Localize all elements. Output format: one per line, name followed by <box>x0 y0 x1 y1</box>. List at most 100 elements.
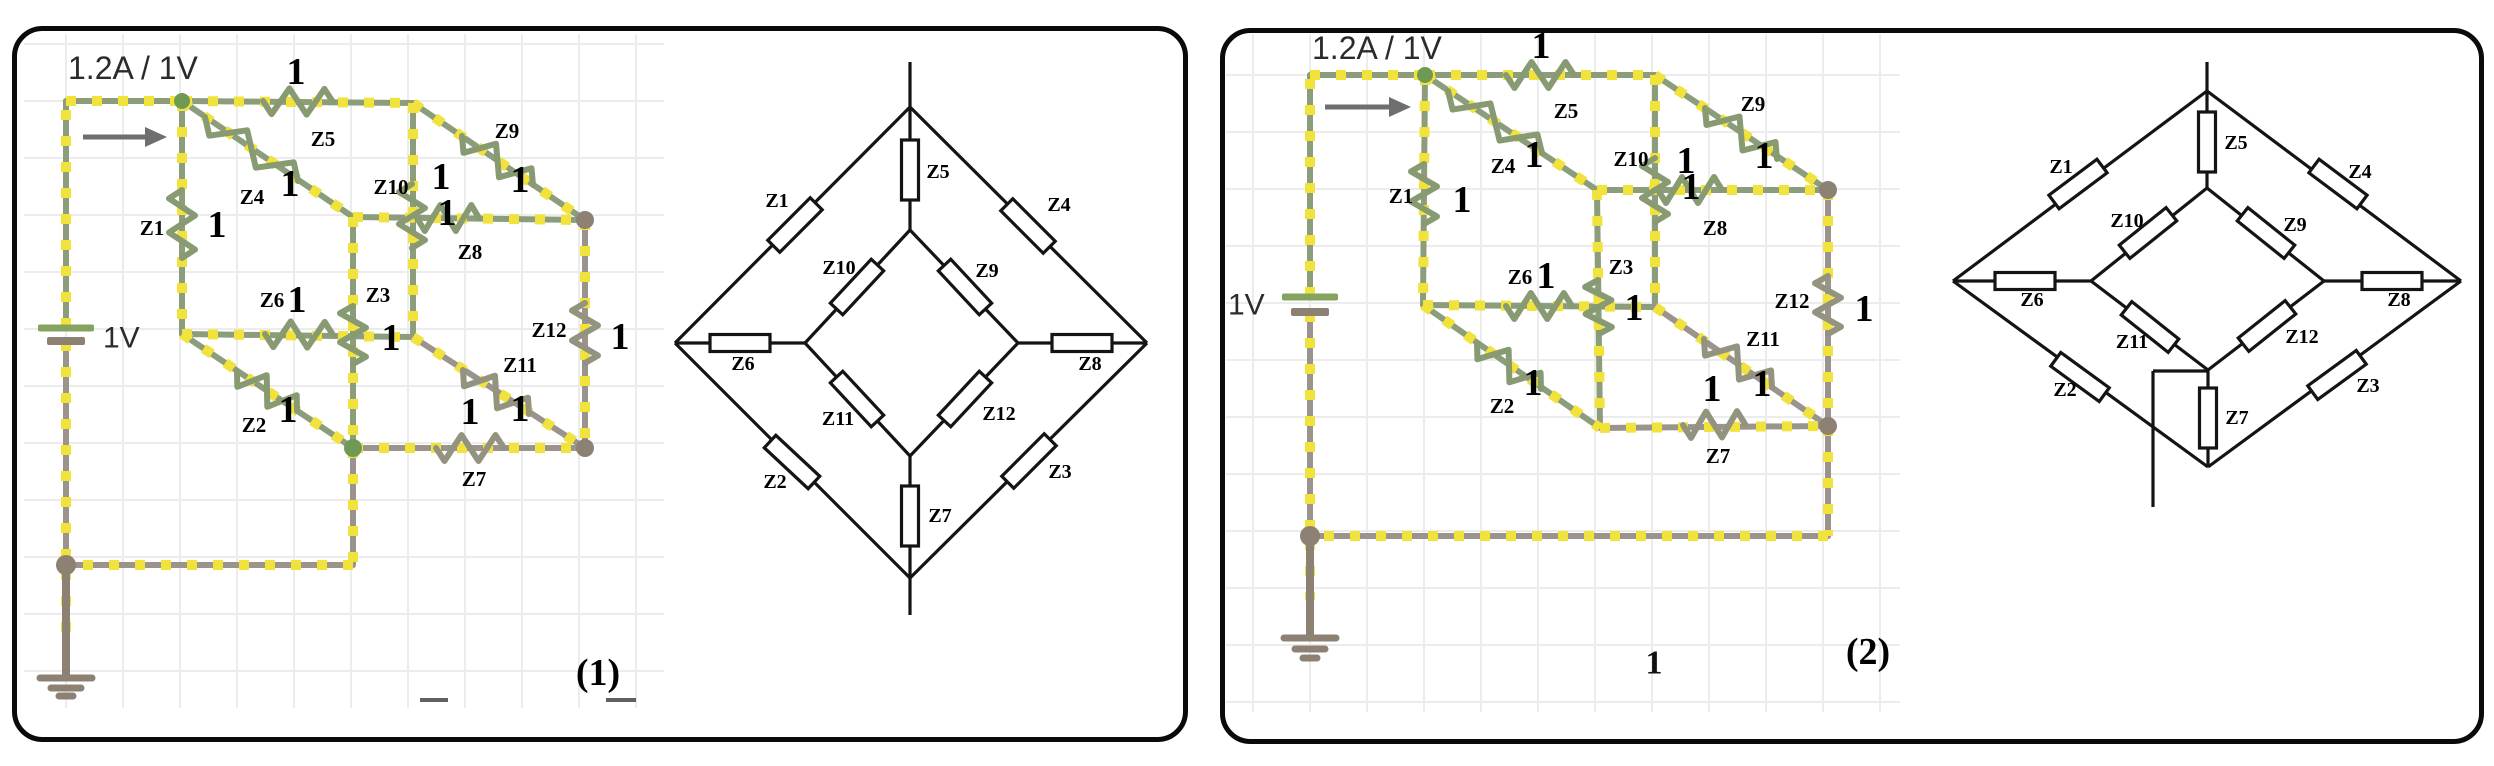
resistor-zigzag-Z1 <box>166 187 198 261</box>
source-annotation: 1.2A / 1V <box>1312 30 1443 66</box>
resistor-zigzag-Z1 <box>1408 161 1440 227</box>
current-highlight-dash <box>410 332 588 453</box>
resistor-zigzag-Z5 <box>260 85 336 118</box>
current-highlight-dash <box>1599 421 1829 433</box>
artifact-mark <box>606 698 636 702</box>
bridge-resistor-Z10 <box>2117 205 2179 261</box>
bridge-label-Z12: Z12 <box>2285 326 2318 348</box>
impedance-label-Z2: Z2 <box>1490 394 1515 418</box>
resistor-zigzag-Z7 <box>433 432 507 464</box>
impedance-value-Z8: 1 <box>438 192 457 234</box>
bridge-label-Z11: Z11 <box>822 408 854 430</box>
bridge-label-Z4: Z4 <box>1047 194 1070 216</box>
resistor-zigzag-Z5 <box>1503 59 1577 91</box>
bridge-label-Z8: Z8 <box>2387 289 2410 311</box>
current-arrow-icon <box>83 127 167 147</box>
impedance-label-Z11: Z11 <box>1746 327 1780 351</box>
current-highlight-dash <box>1652 70 1831 195</box>
impedance-value-Z11: 1 <box>1753 363 1772 405</box>
impedance-value-Z6: 1 <box>288 279 307 321</box>
resistor-zigzag-Z9 <box>1702 105 1780 162</box>
resistor-zigzag-Z7 <box>1680 408 1748 441</box>
resistor-zigzag-Z6 <box>262 318 336 351</box>
impedance-label-Z1: Z1 <box>1389 184 1414 208</box>
resistor-zigzag-Z8 <box>1655 174 1725 206</box>
bridge-label-Z6: Z6 <box>731 353 754 375</box>
bridge-label-Z10: Z10 <box>2110 210 2143 232</box>
bridge-resistor-Z12 <box>2235 298 2299 354</box>
bridge-resistor-Z6 <box>708 332 772 354</box>
grid-background <box>1226 34 1900 712</box>
impedance-label-Z9: Z9 <box>495 119 520 143</box>
bridge-label-Z12: Z12 <box>982 403 1015 425</box>
battery-voltage-label: 1V <box>1228 289 1265 322</box>
impedance-value-Z1: 1 <box>208 204 227 246</box>
bridge-resistor-Z12 <box>936 369 994 429</box>
impedance-label-Z7: Z7 <box>1706 444 1731 468</box>
impedance-label-Z5: Z5 <box>311 127 336 151</box>
bridge-resistor-Z2 <box>2048 350 2112 404</box>
impedance-value-Z9: 1 <box>1755 135 1774 177</box>
resistor-zigzag-Z3 <box>1582 277 1615 337</box>
bridge-resistor-Z5 <box>2196 110 2218 174</box>
impedance-label-Z12: Z12 <box>1774 289 1809 313</box>
resistor-zigzag-Z11 <box>1701 336 1775 390</box>
bridge-resistor-Z9 <box>2235 205 2297 261</box>
cube-resistors <box>166 85 601 464</box>
bridge-label-Z9: Z9 <box>975 260 998 282</box>
resistor-zigzag-Z3 <box>337 303 369 367</box>
panel-border-1 <box>12 26 1188 742</box>
current-highlight-dash <box>1652 302 1831 431</box>
impedance-label-Z11: Z11 <box>503 353 537 377</box>
current-highlight-dash <box>1418 74 1430 306</box>
impedance-value-Z7: 1 <box>461 391 480 433</box>
resistor-zigzag-Z10 <box>396 181 428 251</box>
node-dot <box>1300 526 1320 546</box>
node-dot <box>1819 181 1837 199</box>
artifact-mark <box>420 698 448 702</box>
node-dot <box>1819 417 1837 435</box>
impedance-value-Z5: 1 <box>1532 25 1551 67</box>
bridge-label-Z2: Z2 <box>763 471 786 493</box>
bridge-label-Z7: Z7 <box>2225 407 2248 429</box>
bridge-resistor-Z3 <box>999 431 1059 491</box>
impedance-value-Z12: 1 <box>611 316 630 358</box>
impedance-label-Z10: Z10 <box>1613 147 1648 171</box>
cube-resistors <box>1408 59 1844 441</box>
node-dot <box>344 439 362 457</box>
impedance-label-Z3: Z3 <box>1609 255 1634 279</box>
current-arrow-icon <box>1325 97 1411 117</box>
bridge-label-Z10: Z10 <box>822 257 855 279</box>
bridge-resistor-Z8 <box>1050 332 1114 354</box>
impedance-label-Z5: Z5 <box>1554 99 1579 123</box>
bridge-label-Z8: Z8 <box>1078 353 1101 375</box>
bridge-label-Z5: Z5 <box>926 161 949 183</box>
bridge-resistor-Z2 <box>762 433 822 491</box>
impedance-value-Z7: 1 <box>1703 368 1722 410</box>
bridge-resistor-Z4 <box>998 196 1058 256</box>
impedance-value-Z4: 1 <box>281 163 300 205</box>
node-dot <box>174 93 190 109</box>
bridge-resistor-Z11 <box>828 369 886 429</box>
current-highlight-dash <box>1422 70 1600 195</box>
impedance-label-Z6: Z6 <box>260 288 285 312</box>
impedance-value-Z4: 1 <box>1525 134 1544 176</box>
impedance-value-Z11: 1 <box>511 388 530 430</box>
bridge-resistor-Z8 <box>2360 270 2424 292</box>
impedance-value-Z1: 1 <box>1453 179 1472 221</box>
impedance-value-Z12: 1 <box>1855 288 1874 330</box>
bridge-label-Z3: Z3 <box>2356 375 2379 397</box>
bridge-resistor-Z1 <box>765 195 825 255</box>
node-dot <box>56 555 76 575</box>
impedance-value-Z5: 1 <box>287 51 306 93</box>
impedance-value-Z9: 1 <box>511 159 530 201</box>
impedance-value-Z6: 1 <box>1537 255 1556 297</box>
bridge-label-Z4: Z4 <box>2348 161 2371 183</box>
resistor-zigzag-Z6 <box>1503 290 1575 322</box>
bridge-label-Z1: Z1 <box>765 190 788 212</box>
